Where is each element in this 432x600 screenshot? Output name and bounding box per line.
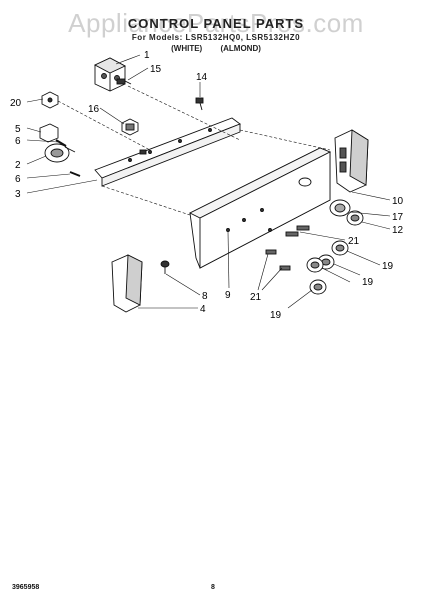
callout-9: 9	[225, 290, 231, 301]
part-end-cap-4	[111, 254, 143, 313]
part-console-bracket-3	[94, 117, 241, 187]
part-timer-2	[44, 143, 76, 163]
part-spring-21a	[285, 225, 310, 237]
part-bracket-block	[93, 57, 127, 92]
diagram-code: 3965958	[12, 584, 40, 591]
color-variants: (WHITE) (ALMOND)	[0, 44, 432, 53]
callout-1: 1	[144, 50, 150, 61]
model-numbers: For Models: LSR5132HQ0, LSR5132HZ0	[131, 33, 301, 42]
callout-4: 4	[200, 304, 206, 315]
variant-almond: (ALMOND)	[220, 44, 261, 53]
callout-6a: 6	[15, 136, 21, 147]
part-switch-16	[121, 118, 139, 136]
callout-19b: 19	[362, 277, 374, 288]
part-clip-20	[41, 91, 59, 109]
callout-3: 3	[15, 189, 21, 200]
callout-8: 8	[202, 291, 208, 302]
part-screw-14	[195, 97, 204, 111]
callout-17: 17	[392, 212, 404, 223]
leader-lines	[26, 54, 391, 309]
part-spring-21b	[265, 249, 291, 271]
part-knob-19a	[331, 240, 349, 256]
part-screw-8	[160, 260, 170, 274]
callout-14: 14	[196, 72, 208, 83]
part-screw-6a	[55, 139, 67, 147]
page-number: 8	[211, 584, 215, 591]
callout-10: 10	[392, 196, 404, 207]
callout-21a: 21	[348, 236, 360, 247]
part-console-panel-9	[188, 147, 332, 269]
callout-15: 15	[150, 64, 162, 75]
part-ring-17	[329, 199, 351, 217]
callout-5: 5	[15, 124, 21, 135]
part-end-cap-10	[334, 129, 369, 193]
callout-2: 2	[15, 160, 21, 171]
callout-12: 12	[392, 225, 404, 236]
part-knob-19d	[309, 279, 327, 295]
callout-21b: 21	[250, 292, 262, 303]
callout-16: 16	[88, 104, 100, 115]
part-knob-19c	[306, 257, 324, 273]
part-clip-5	[39, 123, 59, 143]
part-knob-12	[346, 210, 364, 226]
part-screw-15	[116, 78, 132, 85]
watermark: AppliancePartsPros.com	[68, 8, 364, 38]
variant-white: (WHITE)	[171, 44, 203, 53]
diagram-title: CONTROL PANEL PARTS	[127, 16, 305, 31]
callout-19a: 19	[382, 261, 394, 272]
callout-6b: 6	[15, 174, 21, 185]
callout-19c: 19	[270, 310, 282, 321]
part-screw-6b	[69, 171, 81, 177]
callout-20: 20	[10, 98, 22, 109]
